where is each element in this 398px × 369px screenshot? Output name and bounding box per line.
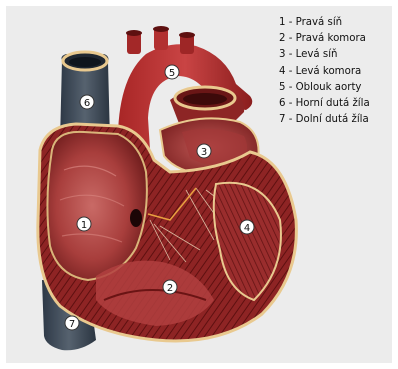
svg-text:3: 3 — [201, 147, 207, 158]
svg-text:2: 2 — [167, 283, 173, 294]
legend-item-right-ventricle: 2 - Pravá komora — [279, 31, 395, 47]
marker-4: 4 — [240, 220, 254, 234]
svg-text:5: 5 — [169, 68, 175, 79]
legend-item-superior-vena-cava: 6 - Horní dutá žíla — [279, 96, 395, 112]
legend: 1 - Pravá síň 2 - Pravá komora 3 - Levá … — [279, 15, 395, 128]
legend-item-left-ventricle: 4 - Levá komora — [279, 64, 395, 80]
marker-2: 2 — [163, 280, 177, 294]
legend-item-inferior-vena-cava: 7 - Dolní dutá žíla — [279, 112, 395, 128]
legend-item-left-atrium: 3 - Levá síň — [279, 47, 395, 63]
svg-text:1: 1 — [81, 220, 87, 231]
svg-text:4: 4 — [244, 223, 250, 234]
legend-item-aortic-arch: 5 - Oblouk aorty — [279, 80, 395, 96]
marker-6: 6 — [80, 95, 94, 109]
marker-5: 5 — [165, 65, 179, 79]
svg-text:7: 7 — [69, 319, 75, 330]
marker-7: 7 — [65, 316, 79, 330]
marker-1: 1 — [77, 217, 91, 231]
marker-3: 3 — [197, 144, 211, 158]
legend-item-right-atrium: 1 - Pravá síň — [279, 15, 395, 31]
svg-text:6: 6 — [84, 98, 90, 109]
